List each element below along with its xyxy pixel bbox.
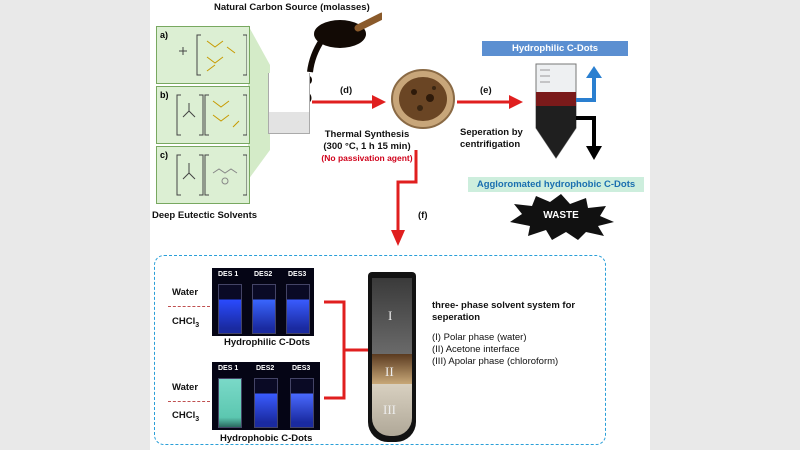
tube-phase-chloroform — [372, 384, 412, 436]
phase-divider-bottom — [168, 401, 210, 402]
chcl3-top-text: CHCl — [172, 316, 196, 327]
thermal-line2: (300 °C, 1 h 15 min) — [323, 141, 411, 152]
separation-line1: Seperation by — [460, 127, 523, 138]
chcl3-top-sub: 3 — [195, 321, 200, 329]
vial-top-1 — [218, 284, 242, 334]
vial-top-3 — [286, 284, 310, 334]
vial-bottom-1 — [218, 378, 242, 428]
arrow-f-icon — [391, 150, 418, 246]
vials-top-caption: Hydrophilic C-Dots — [224, 337, 311, 348]
phase-divider-top — [168, 306, 210, 307]
green-funnel-shape — [248, 25, 270, 180]
des-panel-b: b) — [156, 86, 250, 144]
three-phase-item-2: (II) Acetone interface — [432, 344, 520, 355]
diagram-canvas: Natural Carbon Source (molasses) a) b) c… — [150, 0, 650, 450]
structure-c-icon — [176, 154, 247, 196]
vial-top-label-2: DES2 — [254, 271, 273, 278]
step-d-label: (d) — [340, 85, 353, 96]
three-phase-frame — [154, 255, 606, 445]
panel-c-letter: c) — [160, 150, 169, 160]
top-title: Natural Carbon Source (molasses) — [214, 2, 370, 13]
des-caption: Deep Eutectic Solvents — [152, 210, 258, 221]
tube-label-2: II — [385, 364, 394, 379]
step-e-label: (e) — [480, 85, 492, 96]
three-phase-title-1: three- phase solvent system for — [432, 300, 576, 311]
arrow-e-icon — [457, 95, 523, 109]
tube-label-3: III — [383, 402, 396, 417]
vials-bottom-panel: DES 1 DES2 DES3 — [212, 362, 320, 430]
three-phase-tube: I II III — [368, 272, 416, 442]
step-f-label: (f) — [418, 210, 428, 221]
vial-bottom-label-1: DES 1 — [218, 365, 239, 372]
tube-phase-water — [372, 278, 412, 354]
chcl3-bottom-sub: 3 — [195, 415, 200, 423]
vial-bottom-2 — [254, 378, 278, 428]
chcl3-bottom-label: CHCl3 — [172, 410, 199, 425]
agglomerated-banner: Aggloromated hydrophobic C-Dots — [468, 177, 644, 192]
des-panel-a: a) — [156, 26, 250, 84]
vial-bottom-label-2: DES2 — [256, 365, 275, 372]
three-phase-item-1: (I) Polar phase (water) — [432, 332, 527, 343]
thermal-line1: Thermal Synthesis — [324, 129, 410, 140]
vial-top-2 — [252, 284, 276, 334]
water-top-label: Water — [172, 287, 199, 298]
separation-line2: centrifigation — [460, 139, 521, 150]
chcl3-bottom-text: CHCl — [172, 410, 196, 421]
vial-top-label-3: DES3 — [288, 271, 307, 278]
waste-burst-icon — [510, 194, 614, 240]
arrow-d-icon — [312, 95, 386, 109]
des-panel-c: c) — [156, 146, 250, 204]
vial-bottom-3 — [290, 378, 314, 428]
vials-bottom-caption: Hydrophobic C-Dots — [220, 433, 313, 444]
waste-label: WASTE — [543, 210, 579, 221]
petri-dish-icon — [391, 69, 455, 129]
structure-a-icon — [179, 34, 247, 76]
centrifuge-tube-icon — [535, 63, 602, 160]
panel-b-letter: b) — [160, 90, 169, 100]
hydrophilic-banner: Hydrophilic C-Dots — [482, 41, 628, 56]
panel-a-letter: a) — [160, 30, 169, 40]
three-phase-title-2: seperation — [432, 312, 481, 323]
beaker — [268, 73, 310, 134]
red-bracket-icon — [324, 300, 368, 400]
three-phase-item-3: (III) Apolar phase (chloroform) — [432, 356, 559, 367]
chcl3-top-label: CHCl3 — [172, 316, 199, 331]
tube-label-1: I — [388, 308, 393, 323]
tube-phase-acetone — [372, 354, 412, 384]
water-bottom-label: Water — [172, 382, 199, 393]
thermal-line3: (No passivation agent) — [321, 153, 413, 163]
vials-top-panel: DES 1 DES2 DES3 — [212, 268, 314, 336]
vial-bottom-label-3: DES3 — [292, 365, 311, 372]
vial-top-label-1: DES 1 — [218, 271, 239, 278]
structure-b-icon — [176, 94, 247, 136]
